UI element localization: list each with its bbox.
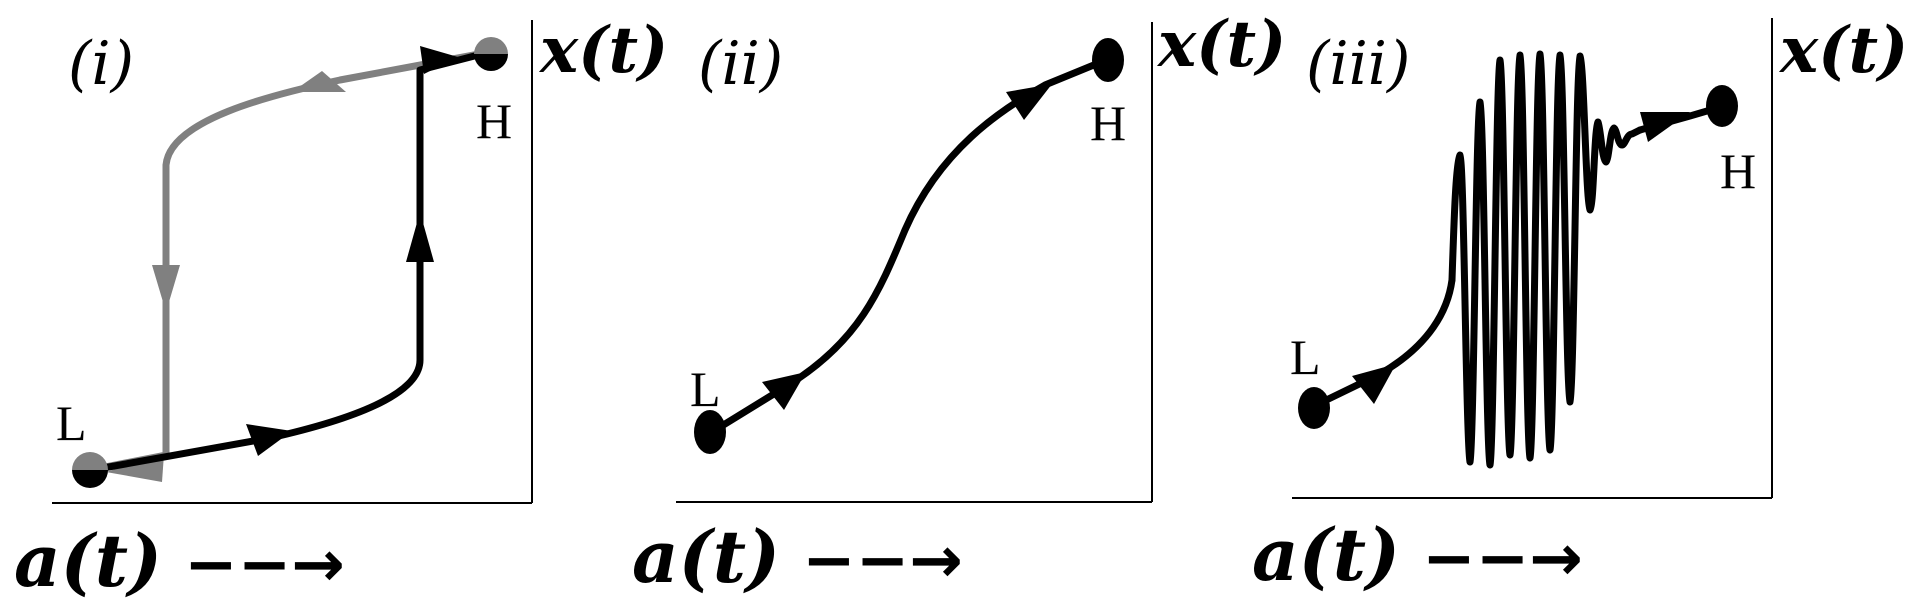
panel-ii-x-axis-label: a(t)−−→ — [632, 514, 963, 599]
panel-iii: (iii) x(t) L H a(t)−−→ — [1252, 13, 1908, 597]
panel-iii-forward-arrow-upper — [1640, 112, 1690, 142]
panel-iii-label: (iii) — [1306, 29, 1410, 99]
panel-i-reverse-arrow-top — [292, 71, 346, 92]
panel-iii-start-marker — [1298, 387, 1330, 429]
panel-ii-forward-path — [708, 56, 1110, 436]
panel-iii-end-label: H — [1720, 143, 1756, 199]
panel-iii-start-label: L — [1290, 329, 1321, 385]
panel-i-start-marker — [72, 452, 108, 488]
panel-ii-start-marker — [694, 410, 726, 454]
panel-ii: (ii) x(t) L H a(t)−−→ — [632, 7, 1286, 599]
panel-iii-y-axis-label: x(t) — [1778, 13, 1908, 88]
panel-i-end-marker — [474, 37, 508, 71]
panel-i-y-axis-label: x(t) — [538, 13, 668, 88]
panel-i: (i) x(t) L H a(t)−−→ — [14, 13, 668, 603]
panel-ii-end-marker — [1092, 38, 1124, 82]
panel-ii-y-axis-label: x(t) — [1156, 7, 1286, 82]
panel-i-forward-arrow-bottom — [246, 424, 292, 456]
panel-i-forward-arrow-right — [406, 212, 434, 262]
panel-i-forward-arrow-top — [420, 46, 458, 74]
panel-ii-start-label: L — [690, 361, 721, 417]
panel-i-start-label: L — [56, 395, 87, 451]
panel-ii-forward-arrow-lower — [762, 372, 806, 410]
panel-ii-forward-arrow-upper — [1006, 84, 1052, 120]
panel-ii-label: (ii) — [698, 29, 783, 99]
panel-i-end-label: H — [476, 93, 512, 149]
panel-i-label: (i) — [68, 29, 134, 99]
panel-iii-x-axis-label: a(t)−−→ — [1252, 512, 1583, 597]
panel-iii-oscillation — [1448, 50, 1644, 469]
panel-iii-end-marker — [1706, 85, 1738, 127]
panel-iii-forward-arrow-lower — [1352, 364, 1396, 404]
panel-i-x-axis-label: a(t)−−→ — [14, 518, 345, 603]
panel-i-forward-path — [88, 48, 494, 474]
panel-ii-end-label: H — [1090, 95, 1126, 151]
panel-i-reverse-arrow-left — [152, 265, 180, 312]
